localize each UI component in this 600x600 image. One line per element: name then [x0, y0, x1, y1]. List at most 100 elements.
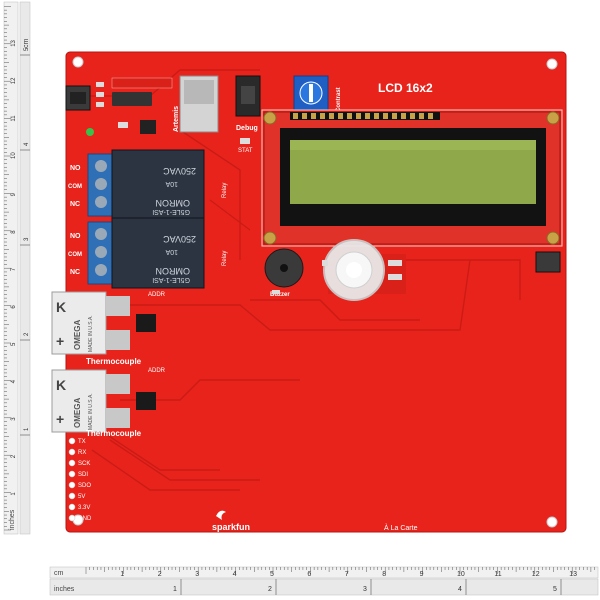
header-pin-pad [68, 503, 76, 511]
thermocouple-2-label: Thermocouple [86, 429, 142, 438]
left-ruler: inches cm [3, 1, 31, 535]
ruler-cm-label: 9 [420, 571, 424, 578]
product-name: À La Carte [384, 523, 418, 532]
lcd-pin [374, 113, 379, 119]
buzzer: Buzzer [264, 248, 304, 298]
ruler-cm-label: 10 [457, 571, 465, 578]
ruler-inch-label: 1 [24, 427, 30, 431]
lcd-pin [338, 113, 343, 119]
ruler-cm-label: 2 [158, 571, 162, 578]
mounting-hole [546, 58, 558, 70]
header-pin-label: TX [78, 439, 86, 445]
ruler-cm-label: 11 [11, 115, 17, 122]
ruler-cm-label: 4 [233, 571, 237, 578]
lcd-display [261, 109, 563, 247]
header-pin-pad [68, 459, 76, 467]
ruler-inch-label: 3 [24, 237, 30, 241]
ruler-cm-label: 2 [11, 454, 17, 458]
ruler-cm-label: 6 [307, 571, 311, 578]
ruler-inch-label: 2 [268, 586, 272, 593]
relay-1-brand: OMRON [156, 198, 191, 208]
header-pin-pad [68, 514, 76, 522]
ruler-cm-label: 10 [11, 152, 17, 159]
thermocouple-2: K + OMEGA MADE IN U.S.A. ADDR Thermocoup… [51, 368, 166, 438]
thermocouple-2-letter-plus: + [56, 411, 64, 427]
debug-label: Debug [236, 125, 258, 132]
relay-2-label: Relay [222, 251, 228, 266]
relay-1: 250VAC 10A OMRON G5LE-1-ASI NO COM NC Re… [68, 149, 228, 221]
ruler-inch-label: 5 [553, 586, 557, 593]
relay-1-pin-no: NO [70, 165, 81, 172]
header-pin-pad [68, 492, 76, 500]
debug-switch: Debug STAT [235, 75, 261, 154]
lcd-pin [347, 113, 352, 119]
header-pin-label: 3.3V [78, 505, 90, 511]
ruler-cm-label: 12 [11, 77, 17, 84]
brand-logo: sparkfun [212, 510, 250, 532]
ruler-cm-label: 7 [11, 267, 17, 271]
ruler-inch-label: 5 [24, 47, 30, 51]
header-pin-label: SDO [78, 483, 91, 489]
qwiic-connector [535, 251, 561, 273]
bottom-ruler-inches-unit: inches [54, 586, 75, 593]
lcd-glass [290, 140, 536, 204]
lcd-pin [365, 113, 370, 119]
lcd-pin [329, 113, 334, 119]
relay-1-pin-com: COM [68, 184, 82, 190]
relay-1-pin-nc: NC [70, 201, 80, 208]
ruler-cm-label: 9 [11, 192, 17, 196]
lcd-pin [410, 113, 415, 119]
ruler-cm-label: 5 [270, 571, 274, 578]
relay-1-model: G5LE-1-ASI [152, 208, 190, 215]
ruler-inch-label: 2 [24, 332, 30, 336]
mounting-hole [72, 56, 84, 68]
lcd-title: LCD 16x2 [378, 81, 433, 95]
ruler-inch-label: 4 [458, 586, 462, 593]
lcd-pin [419, 113, 424, 119]
ruler-cm-label: 1 [11, 492, 17, 496]
contrast-potentiometer: Contrast [293, 75, 342, 112]
left-ruler-cm-unit: cm [23, 39, 30, 49]
header-pin-label: 5V [78, 494, 85, 500]
relay-1-label: Relay [222, 183, 228, 198]
ruler-cm-label: 12 [532, 571, 540, 578]
rotary-encoder [322, 239, 406, 301]
header-pin-label: RX [78, 450, 86, 456]
ruler-cm-label: 13 [11, 39, 17, 46]
header-pin-label: SCK [78, 461, 90, 467]
header-pin-pad [68, 470, 76, 478]
artemis-label: Artemis [173, 106, 180, 132]
thermocouple-1-letter-plus: + [56, 333, 64, 349]
lcd-pin [293, 113, 298, 119]
header-pin-label: SDI [78, 472, 88, 478]
relay-1-current: 10A [165, 180, 178, 187]
thermocouple-2-letter-k: K [56, 377, 66, 393]
ruler-cm-label: 7 [345, 571, 349, 578]
relay-2-rating: 250VAC [163, 234, 196, 244]
buzzer-label: Buzzer [270, 292, 290, 298]
relay-2-pin-no: NO [70, 233, 81, 240]
header-pin-label: GND [78, 516, 92, 522]
ruler-cm-label: 3 [195, 571, 199, 578]
stat-label: STAT [238, 148, 253, 154]
mounting-hole [546, 516, 558, 528]
thermocouple-1-addr: ADDR [148, 292, 166, 298]
lcd-pin [383, 113, 388, 119]
thermocouple-1-letter-k: K [56, 299, 66, 315]
relay-2-pin-com: COM [68, 252, 82, 258]
lcd-pin [320, 113, 325, 119]
relay-2-pin-nc: NC [70, 269, 80, 276]
relay-2: 250VAC 10A OMRON G5LE-1-ASI NO COM NC Re… [68, 217, 228, 289]
usb-connector [65, 85, 91, 111]
bottom-ruler-cm-unit: cm [54, 570, 64, 577]
ruler-cm-label: 5 [11, 342, 17, 346]
relay-2-model: G5LE-1-ASI [152, 276, 190, 283]
lcd-pin [302, 113, 307, 119]
relay-2-current: 10A [165, 248, 178, 255]
artemis-module: Artemis [173, 75, 219, 133]
relay-1-rating: 250VAC [163, 166, 196, 176]
thermocouple-2-origin: MADE IN U.S.A. [88, 393, 94, 430]
ruler-inch-label: 4 [24, 142, 30, 146]
ruler-cm-label: 4 [11, 379, 17, 383]
ruler-cm-label: 8 [382, 571, 386, 578]
